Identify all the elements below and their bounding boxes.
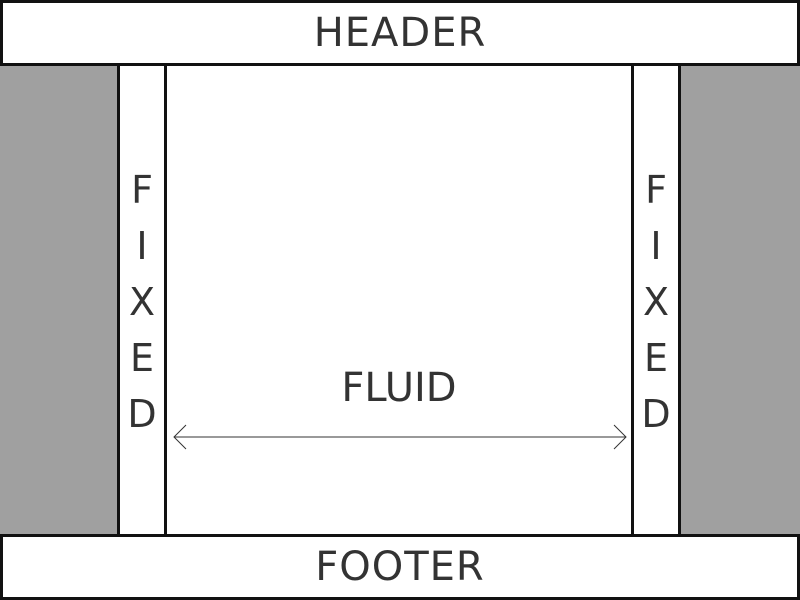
fixed-letter: F — [131, 168, 153, 212]
fixed-column-right: F I X E D — [631, 63, 681, 537]
fixed-letter: E — [129, 336, 154, 380]
fixed-label-right: F I X E D — [634, 162, 678, 442]
footer-label: FOOTER — [315, 544, 485, 590]
fixed-letter: D — [641, 392, 671, 436]
fixed-letter: F — [645, 168, 667, 212]
fixed-letter: I — [136, 224, 148, 268]
header-label: HEADER — [313, 10, 487, 56]
fixed-label-left: F I X E D — [120, 162, 164, 442]
fixed-letter: X — [642, 280, 670, 324]
header-band: HEADER — [0, 0, 800, 66]
fixed-letter: I — [650, 224, 662, 268]
double-arrow-icon — [173, 424, 627, 450]
left-gutter — [0, 66, 120, 534]
fixed-letter: D — [127, 392, 157, 436]
right-gutter — [680, 66, 800, 534]
fixed-column-left: F I X E D — [117, 63, 167, 537]
fluid-column: FLUID — [164, 63, 634, 537]
fixed-letter: E — [643, 336, 668, 380]
fixed-letter: X — [128, 280, 156, 324]
footer-band: FOOTER — [0, 534, 800, 600]
fluid-label: FLUID — [341, 365, 457, 411]
